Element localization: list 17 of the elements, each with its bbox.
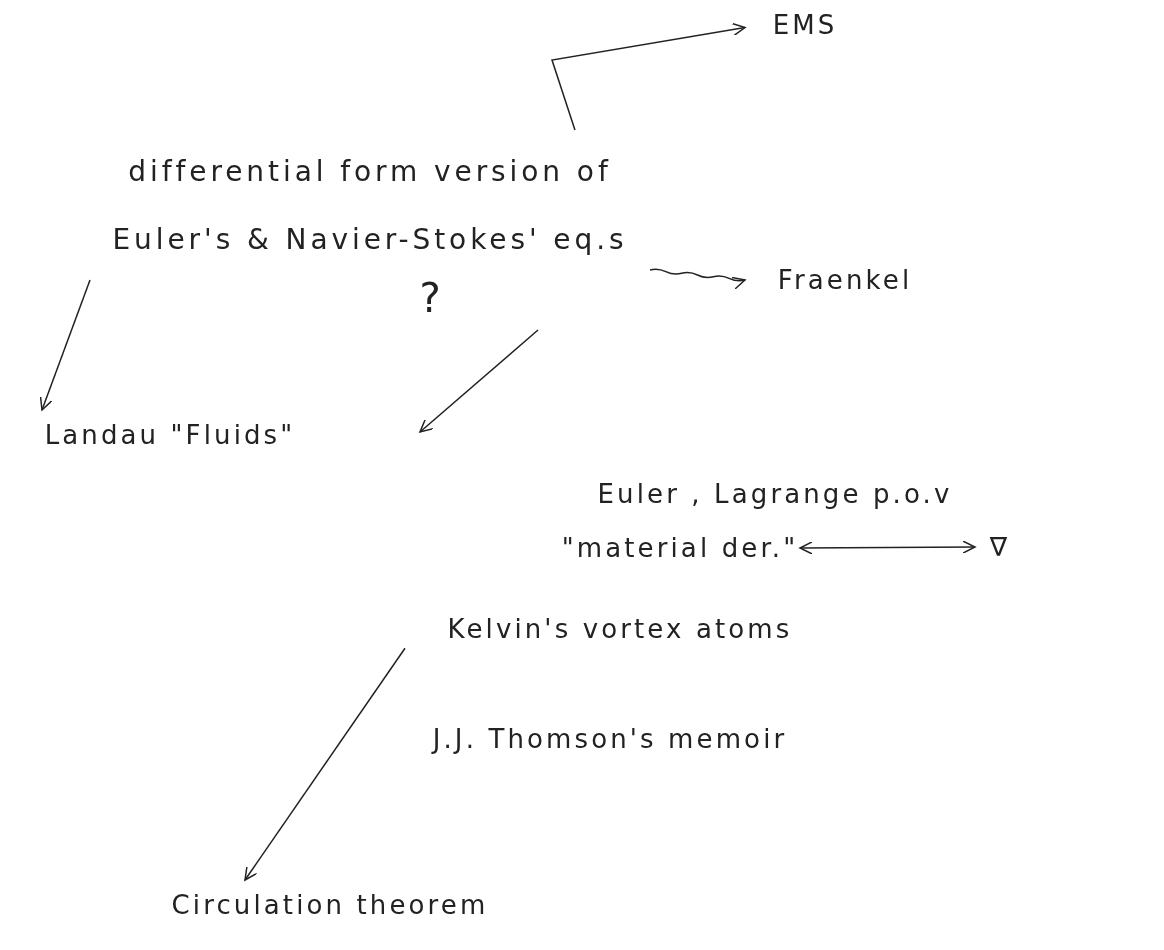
handwritten-note: Kelvin's vortex atoms [447,612,793,646]
handwritten-note: Landau "Fluids" [44,418,296,452]
arrow [244,647,406,881]
arrow [649,268,746,290]
handwritten-note: differential form version of Euler's & Navier-Stokes' eq.s [111,154,629,258]
handwritten-note: Fraenkel [777,263,913,297]
handwritten-note: "material der." [561,531,799,565]
arrow [551,22,746,131]
handwritten-note: Circulation theorem [171,888,489,922]
question-mark: ? [419,274,441,322]
handwritten-note: EMS [772,8,838,42]
arrow [799,540,976,555]
handwritten-note: ∇ [989,530,1011,564]
handwritten-note: J.J. Thomson's memoir [432,722,788,756]
arrow [39,279,91,411]
handwritten-note: Euler , Lagrange p.o.v [597,477,953,511]
arrow [419,329,539,433]
